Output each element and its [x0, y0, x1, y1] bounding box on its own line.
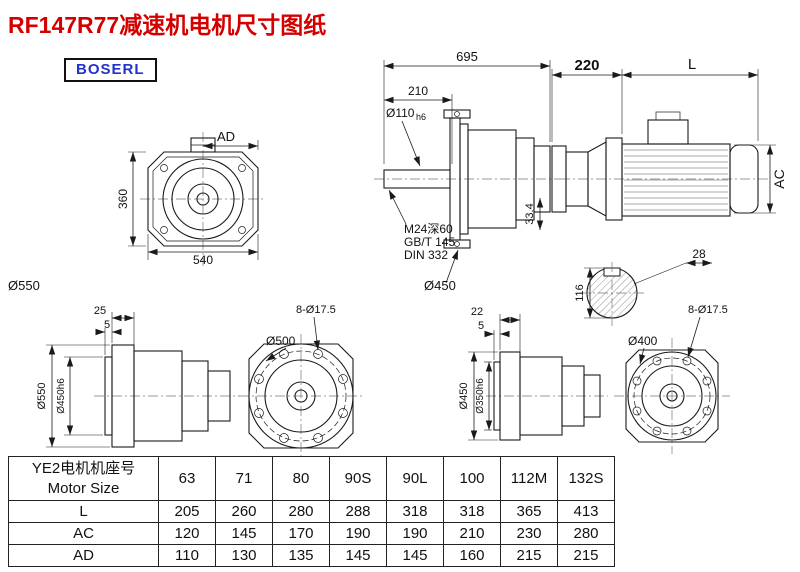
- table-cell: 318: [386, 500, 444, 523]
- size-column-header: 100: [443, 456, 501, 501]
- table-cell: 145: [329, 544, 387, 567]
- table-cell: 135: [272, 544, 330, 567]
- row-label: AC: [8, 522, 159, 545]
- motor-fins: [624, 149, 728, 211]
- row-label: AD: [8, 544, 159, 567]
- dim-25-label: 25: [94, 305, 106, 317]
- main-side-view-drawing: 695 210 Ø110 h6 M24深60 GB/T 145 DIN 332 …: [374, 49, 560, 293]
- bottom-flange-view-right-drawing: 8-Ø17.5 Ø400: [614, 304, 730, 454]
- dim-350h6-label: Ø350h6: [475, 378, 486, 414]
- bottom-side-view-right-drawing: 22 5 Ø450 Ø350h6: [458, 306, 608, 441]
- tap-hole-label: M24深60: [404, 222, 453, 236]
- dim-220-label: 220: [574, 57, 599, 74]
- table-cell: 190: [386, 522, 444, 545]
- table-cell: 130: [215, 544, 273, 567]
- table-cell: 160: [443, 544, 501, 567]
- size-column-header: 80: [272, 456, 330, 501]
- front-view-drawing: AD 360 540 Ø550: [8, 129, 266, 293]
- standard2-label: DIN 332: [404, 248, 448, 262]
- brand-logo: BOSERL: [64, 58, 157, 82]
- table-cell: 215: [557, 544, 615, 567]
- row-label: L: [8, 500, 159, 523]
- table-cell: 318: [443, 500, 501, 523]
- front-flange-od-label: Ø550: [8, 278, 40, 293]
- motor-size-table: YE2电机机座号 Motor Size 63 71 80 90S 90L 100…: [8, 456, 615, 567]
- header-en: Motor Size: [47, 479, 120, 497]
- table-cell: 145: [386, 544, 444, 567]
- dim-550-label: Ø550: [36, 383, 48, 410]
- size-column-header: 63: [158, 456, 216, 501]
- size-column-header: 112M: [500, 456, 558, 501]
- dim-AC-label: AC: [771, 169, 787, 188]
- table-cell: 170: [272, 522, 330, 545]
- table-cell: 190: [329, 522, 387, 545]
- dim-ad-label: AD: [217, 129, 235, 144]
- table-cell: 110: [158, 544, 216, 567]
- dim-360-label: 360: [116, 189, 130, 209]
- bottom-side-view-left-drawing: 25 5 Ø550 Ø450h6: [36, 305, 240, 448]
- bolt-holes-label-a: 8-Ø17.5: [296, 304, 336, 316]
- dim-210-label: 210: [408, 84, 428, 98]
- table-cell: 413: [557, 500, 615, 523]
- table-row-L: L 205 260 280 288 318 318 365 413: [8, 500, 615, 523]
- dimension-drawing: AD 360 540 Ø550 695 210 Ø110 h6 M24深60: [8, 49, 787, 456]
- table-cell: 205: [158, 500, 216, 523]
- table-cell: 230: [500, 522, 558, 545]
- table-cell: 280: [272, 500, 330, 523]
- table-cell: 365: [500, 500, 558, 523]
- dim-28-label: 28: [692, 247, 706, 261]
- dim-500-label: Ø500: [266, 334, 296, 348]
- table-header-row: YE2电机机座号 Motor Size 63 71 80 90S 90L 100…: [8, 456, 615, 501]
- table-row-AC: AC 120 145 170 190 190 210 230 280: [8, 522, 615, 545]
- table-cell: 120: [158, 522, 216, 545]
- table-cell: 145: [215, 522, 273, 545]
- dim-540-label: 540: [193, 253, 213, 267]
- motor-side-view-drawing: 220 L AC 116 28: [551, 56, 787, 326]
- header-cn: YE2电机机座号: [31, 459, 136, 477]
- dim-450h6-label: Ø450h6: [56, 378, 67, 414]
- bottom-flange-view-left-drawing: 8-Ø17.5 Ø500: [239, 304, 363, 456]
- shaft-diameter-label: Ø110: [386, 106, 415, 120]
- table-cell: 280: [557, 522, 615, 545]
- size-column-header: 90S: [329, 456, 387, 501]
- dim-450-label: Ø450: [458, 383, 470, 410]
- table-cell: 260: [215, 500, 273, 523]
- table-header-motor-size: YE2电机机座号 Motor Size: [8, 456, 159, 501]
- bolt-holes-label-b: 8-Ø17.5: [688, 304, 728, 316]
- standard1-label: GB/T 145: [404, 235, 455, 249]
- dim-22-label: 22: [471, 306, 483, 318]
- dim-33-4-label: 33.4: [524, 203, 536, 224]
- table-cell: 210: [443, 522, 501, 545]
- page-title: RF147R77减速机电机尺寸图纸: [8, 12, 327, 38]
- dim-400-label: Ø400: [628, 334, 658, 348]
- dim-5-label-a: 5: [104, 319, 110, 331]
- table-row-AD: AD 110 130 135 145 145 160 215 215: [8, 544, 615, 567]
- dim-5-label-b: 5: [478, 320, 484, 332]
- size-column-header: 71: [215, 456, 273, 501]
- dim-695-label: 695: [456, 49, 478, 64]
- table-cell: 215: [500, 544, 558, 567]
- dim-116-label: 116: [574, 284, 586, 302]
- main-flange-od-label: Ø450: [424, 278, 456, 293]
- dim-L-label: L: [688, 56, 696, 73]
- size-column-header: 90L: [386, 456, 444, 501]
- shaft-tolerance-label: h6: [416, 112, 426, 122]
- size-column-header: 132S: [557, 456, 615, 501]
- table-cell: 288: [329, 500, 387, 523]
